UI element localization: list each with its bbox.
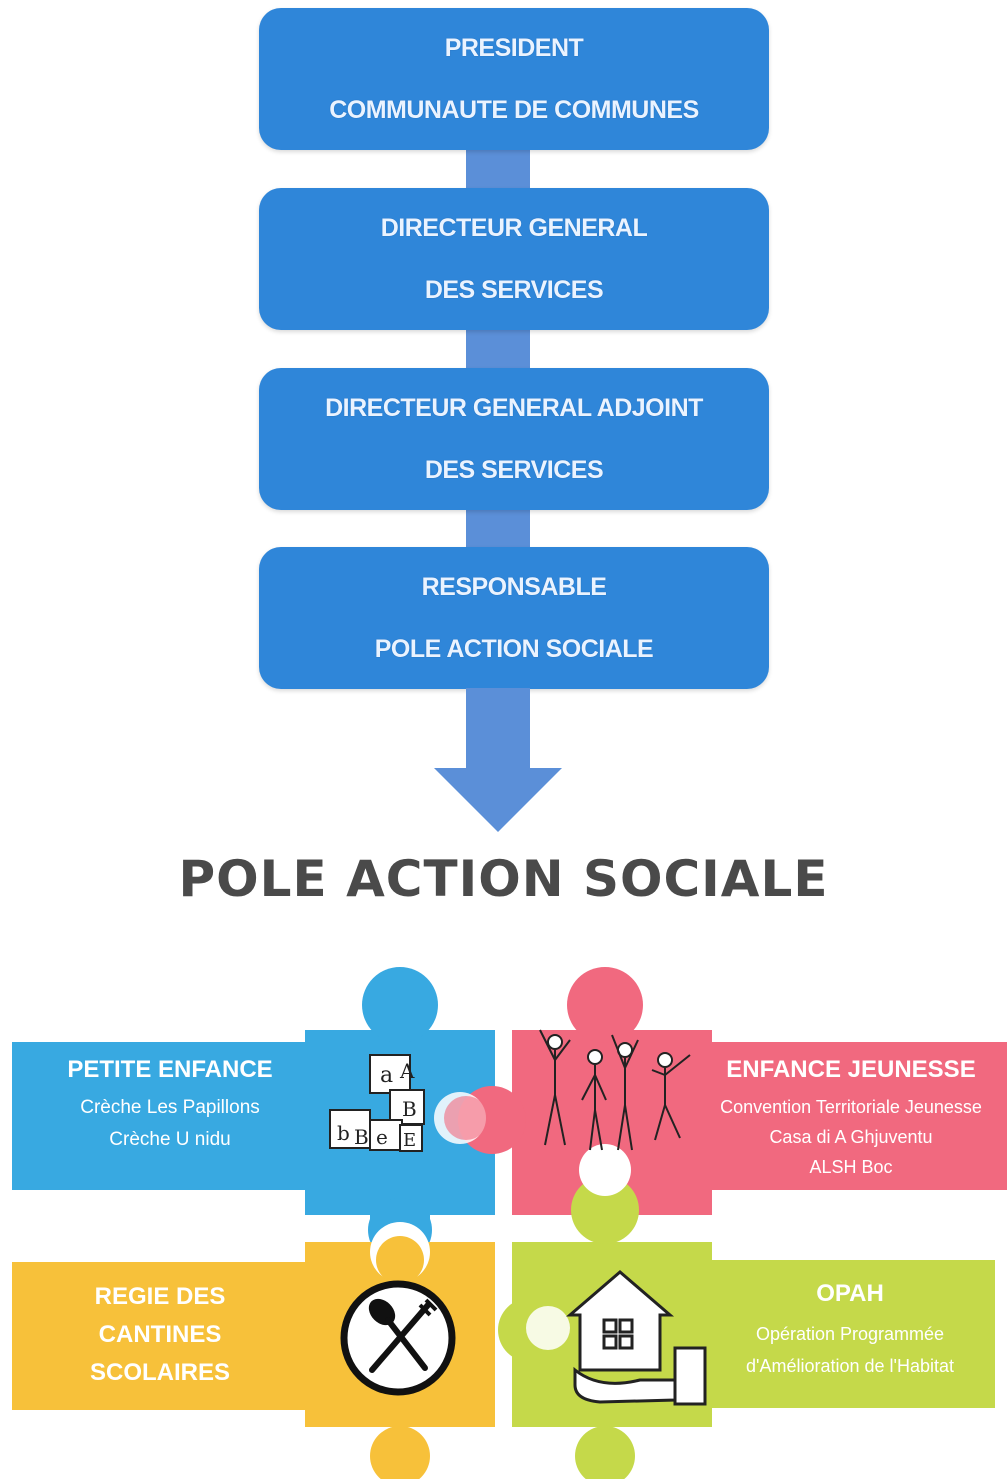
petite-enfance-text: PETITE ENFANCE Crèche Les Papillons Crèc… <box>40 1056 300 1156</box>
org-box-dgas: DIRECTEUR GENERAL ADJOINT DES SERVICES <box>259 368 769 510</box>
youth-group-icon <box>539 1029 691 1151</box>
org-box-line: DES SERVICES <box>424 276 604 304</box>
org-chart: PRESIDENT COMMUNAUTE DE COMMUNES DIRECTE… <box>259 8 769 832</box>
regie-cantines-text: REGIE DES CANTINES SCOLAIRES <box>40 1278 280 1392</box>
svg-text:E: E <box>403 1130 416 1151</box>
org-box-responsable: RESPONSABLE POLE ACTION SOCIALE <box>259 547 769 689</box>
svg-text:b: b <box>337 1121 350 1145</box>
list-item: Opération Programmée <box>755 1324 945 1344</box>
svg-text:e: e <box>376 1125 388 1149</box>
opah-title: OPAH <box>816 1280 884 1307</box>
org-box-dgs: DIRECTEUR GENERAL DES SERVICES <box>259 188 769 330</box>
connector <box>466 510 530 550</box>
svg-text:a: a <box>380 1063 393 1088</box>
enfance-jeunesse-text: ENFANCE JEUNESSE Convention Territoriale… <box>695 1056 1007 1182</box>
puzzle-piece-regie-cantines <box>12 1222 495 1479</box>
spoon-fork-icon <box>340 1280 456 1396</box>
petite-enfance-title: PETITE ENFANCE <box>67 1056 273 1083</box>
list-item: Casa di A Ghjuventu <box>769 1127 933 1147</box>
org-box-line: PRESIDENT <box>444 34 584 62</box>
org-box-line: DIRECTEUR GENERAL <box>380 214 648 242</box>
org-box-president: PRESIDENT COMMUNAUTE DE COMMUNES <box>259 8 769 150</box>
org-box-line: POLE ACTION SOCIALE <box>374 635 654 663</box>
list-item: d'Amélioration de l'Habitat <box>746 1356 954 1376</box>
list-item: ALSH Boc <box>809 1157 893 1177</box>
down-arrow <box>434 688 562 832</box>
house-in-hand-icon <box>565 1270 707 1406</box>
regie-cantines-title-line: REGIE DES <box>94 1283 226 1310</box>
org-box-line: COMMUNAUTE DE COMMUNES <box>329 96 699 124</box>
svg-text:A: A <box>399 1059 415 1083</box>
connector <box>466 150 530 190</box>
list-item: Convention Territoriale Jeunesse <box>720 1097 982 1117</box>
abc-blocks-icon: a A B b B e E <box>329 1054 425 1152</box>
page-title: POLE ACTION SOCIALE <box>178 850 829 908</box>
regie-cantines-title-line: SCOLAIRES <box>89 1359 230 1386</box>
puzzle-piece-enfance-jeunesse <box>434 967 1007 1215</box>
connector <box>466 330 530 370</box>
down-arrow-shape <box>434 688 562 832</box>
svg-text:B: B <box>354 1125 369 1149</box>
org-box-line: DIRECTEUR GENERAL ADJOINT <box>325 394 703 422</box>
opah-text: OPAH Opération Programmée d'Amélioration… <box>705 1280 995 1382</box>
svg-text:B: B <box>402 1097 417 1121</box>
list-item: Crèche Les Papillons <box>80 1097 260 1118</box>
enfance-jeunesse-title: ENFANCE JEUNESSE <box>726 1056 976 1083</box>
regie-cantines-title-line: CANTINES <box>98 1321 222 1348</box>
org-box-line: DES SERVICES <box>424 456 604 484</box>
list-item: Crèche U nidu <box>109 1129 231 1150</box>
org-box-line: RESPONSABLE <box>421 573 607 601</box>
puzzle-diagram: a A B b B e E <box>0 960 1007 1479</box>
